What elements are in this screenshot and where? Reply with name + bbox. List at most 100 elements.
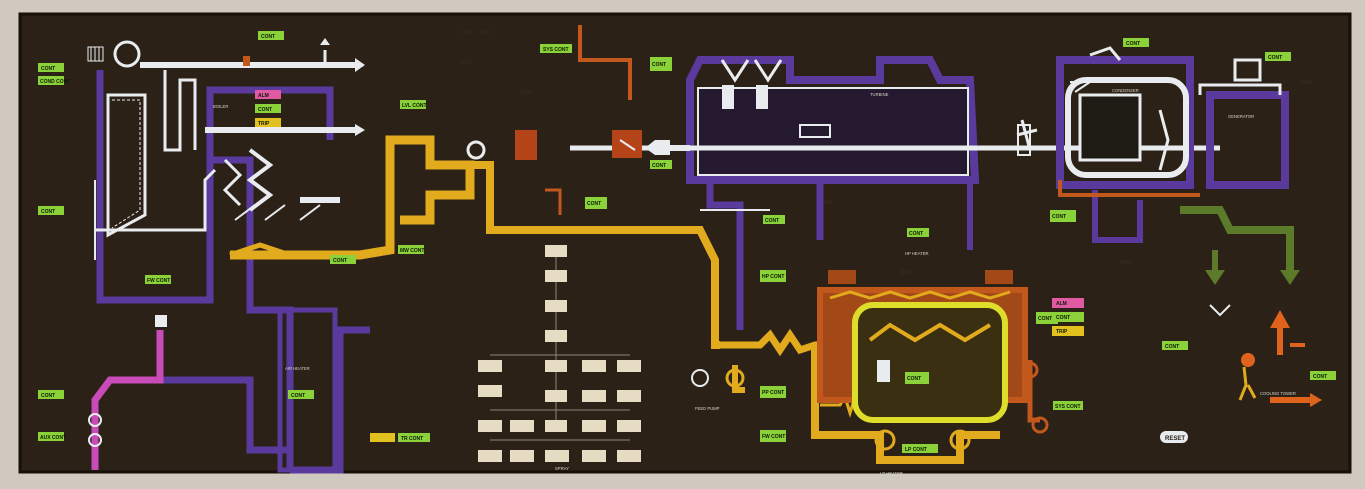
tag-cont-17[interactable]: CONT <box>1310 371 1336 380</box>
svg-text:SYS CONT: SYS CONT <box>1055 404 1081 410</box>
svg-text:CONT: CONT <box>261 34 275 40</box>
svg-text:CONT: CONT <box>1313 374 1327 380</box>
sequence-blocks <box>478 245 641 462</box>
status-stack-condenser: ALM CONT TRIP <box>1052 298 1084 336</box>
svg-text:TRIP: TRIP <box>1056 329 1068 335</box>
svg-text:RESET: RESET <box>1165 436 1185 442</box>
status-stack-boiler: ALM CONT TRIP <box>255 90 281 127</box>
svg-text:CONT: CONT <box>1056 315 1070 321</box>
condensate-line <box>811 345 1000 464</box>
tag-fw-cont-2[interactable]: FW CONT <box>760 430 786 442</box>
svg-text:CONT: CONT <box>1038 316 1052 322</box>
air-heater <box>277 307 338 473</box>
valve-wheel-icon <box>466 140 486 160</box>
svg-text:COND CONT: COND CONT <box>40 79 70 85</box>
mascot-icon <box>1241 353 1255 367</box>
tag-sys-cont-2[interactable]: SYS CONT <box>1053 401 1083 410</box>
svg-text:FW CONT: FW CONT <box>762 434 785 440</box>
tag-cont-12[interactable]: CONT <box>905 372 929 384</box>
generator-label: GENERATOR <box>1228 114 1254 119</box>
tag-cont-8[interactable]: CONT <box>650 160 672 169</box>
tag-cond-cont-1[interactable]: COND CONT <box>38 76 70 85</box>
svg-text:CONT: CONT <box>333 258 347 264</box>
boiler-label: BOILER <box>213 104 228 109</box>
tag-mw-cont[interactable]: MW CONT <box>398 245 424 254</box>
svg-text:CONT: CONT <box>291 393 305 399</box>
condensate-pump-icon <box>874 429 896 451</box>
tag-cont-15[interactable]: CONT <box>1265 52 1291 61</box>
svg-text:ALM: ALM <box>1056 301 1067 307</box>
hp-heater-label: HP HEATER <box>905 251 929 256</box>
exciter <box>1206 91 1289 189</box>
feed-pump-icon <box>725 368 745 388</box>
svg-text:CONT: CONT <box>1165 344 1179 350</box>
tag-group: CONT CONT COND CONT CONT FW CONT CONT AU… <box>38 31 1336 453</box>
feedwater-main <box>470 161 720 349</box>
svg-text:CONT: CONT <box>587 201 601 207</box>
tag-aux-cont[interactable]: AUX CONT <box>38 432 66 441</box>
tag-cont-3[interactable]: CONT <box>38 206 64 215</box>
turbine-label: TURBINE <box>870 92 889 97</box>
tag-lvl-cont[interactable]: LVL CONT <box>400 100 427 109</box>
cont-indicator-2 <box>1052 312 1084 322</box>
tag-cont-7[interactable]: CONT <box>650 57 672 71</box>
furnace-wall <box>106 93 147 238</box>
tag-lp-cont[interactable]: LP CONT <box>902 444 938 453</box>
cooling-tower-label: COOLING TOWER <box>1260 391 1296 396</box>
tag-cont-1[interactable]: CONT <box>258 31 284 40</box>
flue-duct <box>96 70 334 304</box>
tag-cont-10[interactable]: CONT <box>763 215 785 224</box>
steam-valve <box>243 56 250 66</box>
svg-text:CONT: CONT <box>258 107 272 113</box>
hotwell <box>852 302 1008 423</box>
condenser-label: CONDENSER <box>1112 88 1139 93</box>
cooling-water-line <box>1180 206 1294 270</box>
tag-cont-5[interactable]: CONT <box>288 390 314 399</box>
tag-cont-9[interactable]: CONT <box>585 197 607 209</box>
tag-cont-11[interactable]: CONT <box>907 228 929 237</box>
svg-text:TR CONT: TR CONT <box>401 436 423 442</box>
trip-indicator <box>255 118 281 127</box>
turbine-casing <box>686 56 980 184</box>
superheater <box>163 70 197 152</box>
trip-indicator-2 <box>1052 326 1084 336</box>
svg-text:AUX CONT: AUX CONT <box>40 435 66 441</box>
condensate-pump-2-icon <box>949 429 971 451</box>
svg-text:CONT: CONT <box>41 393 55 399</box>
air-heater-label: AIR HEATER <box>285 366 310 371</box>
reset-button[interactable]: RESET <box>1160 431 1188 443</box>
spray-label: SPRAY <box>555 466 569 471</box>
tag-cont-13[interactable]: CONT <box>1050 210 1076 222</box>
feed-pump-label: FEED PUMP <box>695 406 720 411</box>
tag-cont-14[interactable]: CONT <box>1123 38 1149 47</box>
alarm-indicator-2 <box>1052 298 1084 308</box>
tag-cont-6[interactable]: CONT <box>330 255 356 264</box>
alarm-indicator <box>255 90 281 99</box>
svg-text:CONT: CONT <box>1052 214 1066 220</box>
tag-sys-cont-1[interactable]: SYS CONT <box>540 44 572 53</box>
governor-block <box>515 130 537 160</box>
fan-valve <box>155 315 167 327</box>
svg-text:LVL CONT: LVL CONT <box>402 103 427 109</box>
svg-text:MW CONT: MW CONT <box>400 248 424 254</box>
air-duct <box>210 156 294 470</box>
generator-casing <box>1056 56 1194 189</box>
tag-tr-cont[interactable]: TR CONT <box>398 433 430 442</box>
tag-hp-cont[interactable]: HP CONT <box>760 270 786 282</box>
tag-cont-16[interactable]: CONT <box>1162 341 1188 350</box>
tag-cont-2[interactable]: CONT <box>38 63 64 72</box>
cont-indicator <box>255 104 281 113</box>
tag-pp-cont[interactable]: PP CONT <box>760 386 786 398</box>
tag-fw-cont-1[interactable]: FW CONT <box>145 275 171 284</box>
svg-text:TRIP: TRIP <box>258 121 270 127</box>
tag-cont-4[interactable]: CONT <box>38 390 64 399</box>
svg-text:CONT: CONT <box>652 163 666 169</box>
air-duct-3 <box>150 376 290 454</box>
svg-text:SYS CONT: SYS CONT <box>543 47 569 53</box>
control-valves <box>720 59 783 83</box>
svg-text:CONT: CONT <box>41 66 55 72</box>
svg-text:CONT: CONT <box>41 209 55 215</box>
svg-text:HP CONT: HP CONT <box>762 274 784 280</box>
